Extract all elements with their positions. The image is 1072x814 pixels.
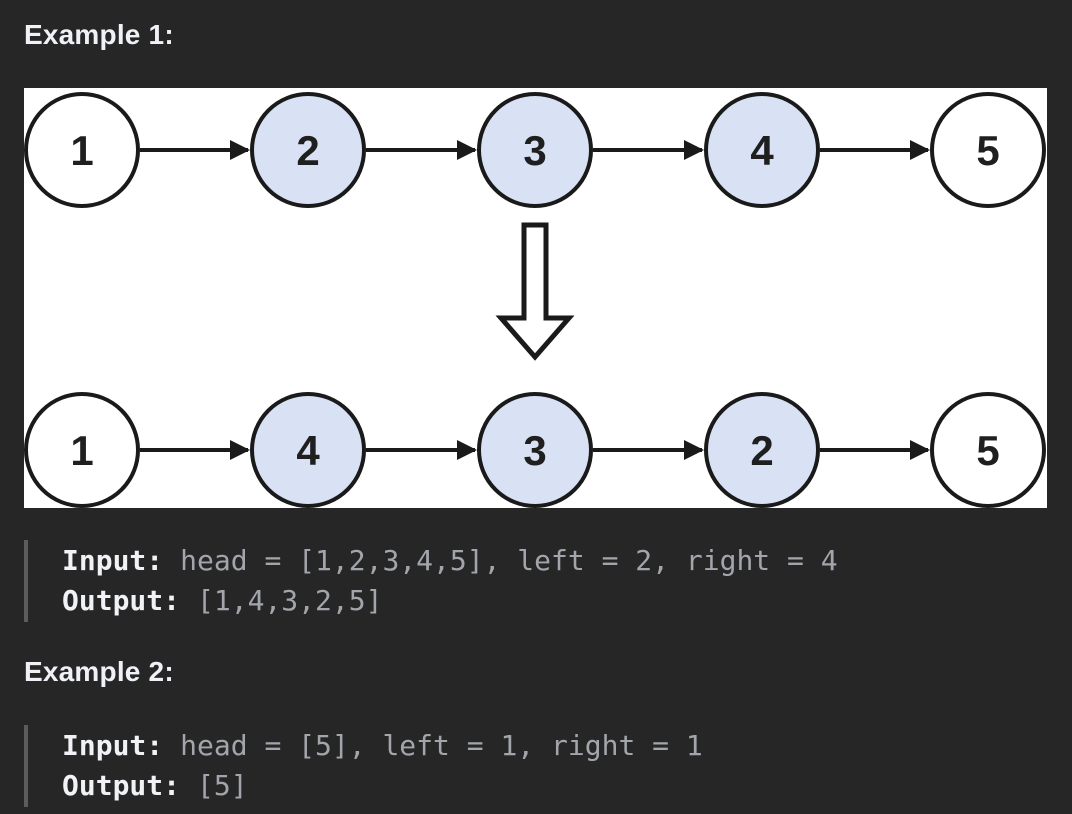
example-2-code-block: Input: head = [5], left = 1, right = 1 Ou… [24,725,703,807]
input-line: Input: head = [5], left = 1, right = 1 [62,726,703,766]
output-label: Output: [62,769,181,802]
linked-list-diagram: 1 2 3 4 5 1 4 3 2 5 [24,92,1046,508]
list-node-value: 4 [296,427,320,474]
output-value: [1,4,3,2,5] [197,584,383,617]
input-value: head = [1,2,3,4,5], left = 2, right = 4 [180,544,838,577]
list-node-value: 5 [976,127,999,174]
list-node-value: 2 [296,127,319,174]
output-value: [5] [197,769,248,802]
list-node-circle [930,92,1046,208]
list-node-value: 1 [70,127,93,174]
list-node-circle [704,392,820,508]
list-node-value: 1 [70,427,93,474]
output-label: Output: [62,584,181,617]
output-line: Output: [1,4,3,2,5] [62,581,838,621]
list-node-value: 3 [523,127,546,174]
input-line: Input: head = [1,2,3,4,5], left = 2, righ… [62,541,838,581]
list-node-circle [477,392,593,508]
list-node-value: 4 [750,127,774,174]
list-node-value: 5 [976,427,999,474]
down-arrow-icon [495,222,575,361]
example-2-heading: Example 2: [24,656,174,687]
example-1-heading: Example 1: [24,19,174,50]
list-node-circle [704,92,820,208]
list-node-circle [930,392,1046,508]
list-node-circle [24,392,140,508]
list-node-value: 2 [750,427,773,474]
output-line: Output: [5] [62,766,703,806]
list-node-circle [250,392,366,508]
input-label: Input: [62,729,164,762]
example-1-diagram-image[interactable]: 1 2 3 4 5 1 4 3 2 5 [24,88,1047,508]
list-node-circle [24,92,140,208]
list-node-circle [477,92,593,208]
input-value: head = [5], left = 1, right = 1 [180,729,703,762]
example-1-code-block: Input: head = [1,2,3,4,5], left = 2, righ… [24,540,838,622]
list-node-circle [250,92,366,208]
input-label: Input: [62,544,164,577]
list-node-value: 3 [523,427,546,474]
